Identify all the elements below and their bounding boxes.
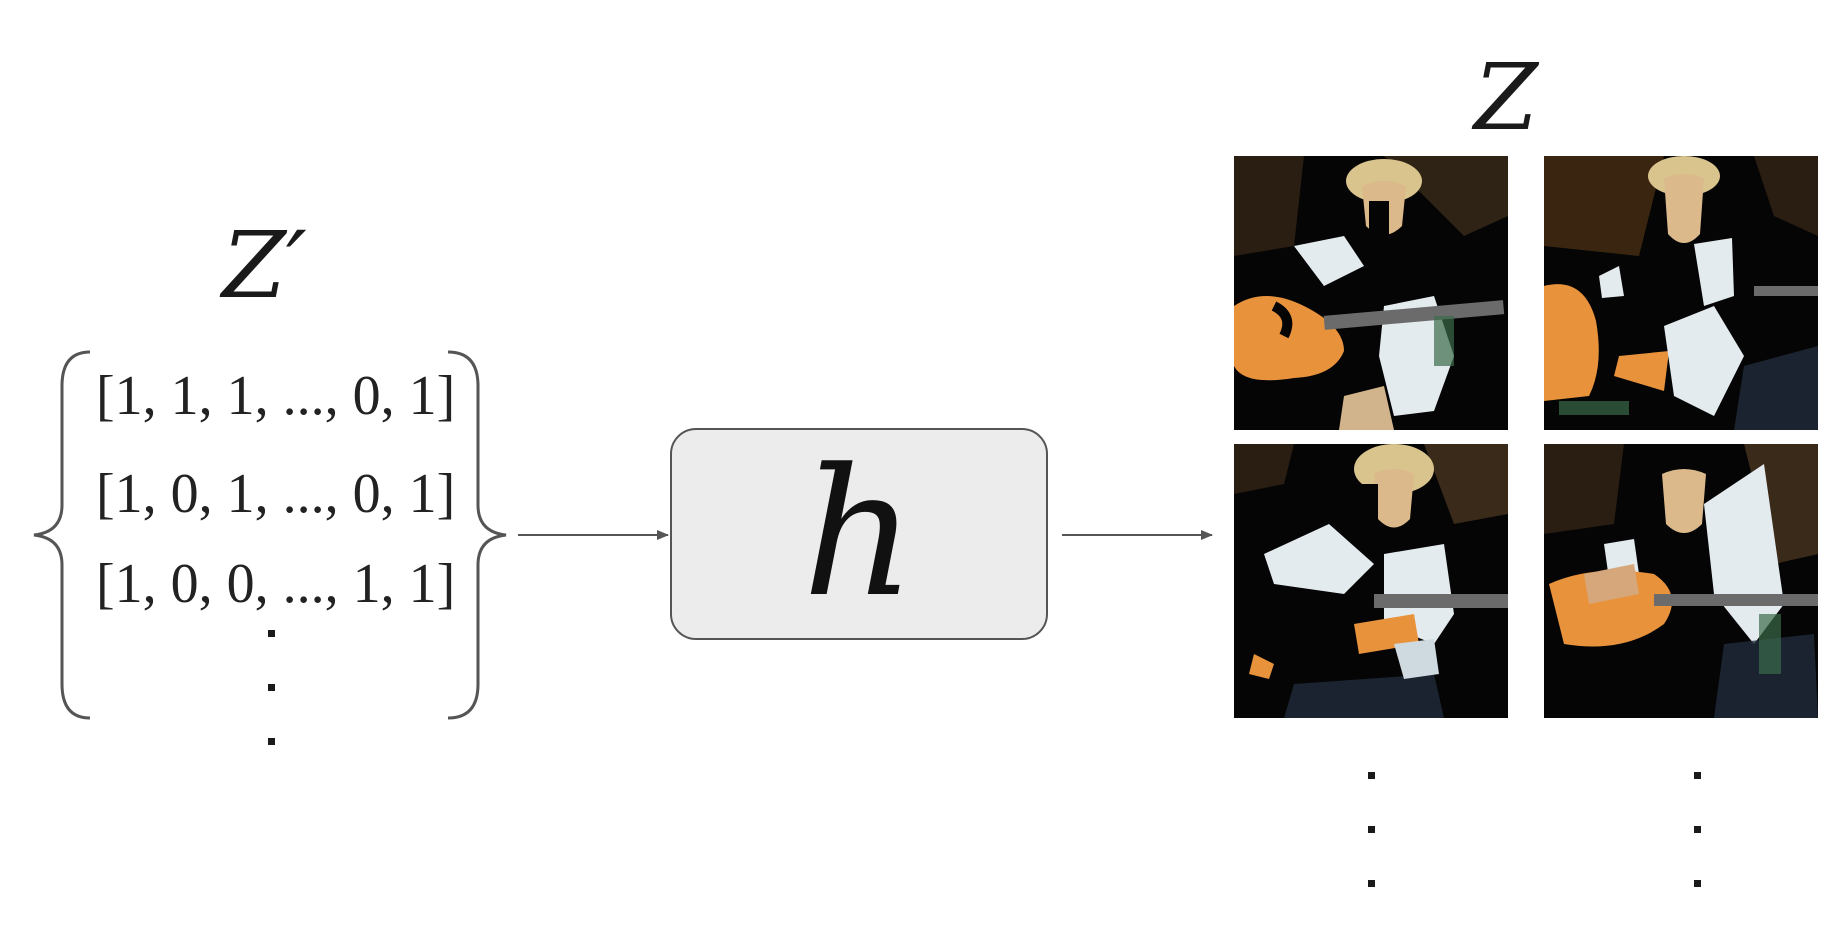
masked-guitar-player-image-icon [1544,444,1818,718]
left-curly-brace [33,350,91,720]
vector-ellipsis-dot-1 [268,630,275,637]
output-set-label: Z [1474,44,1538,151]
function-box [670,428,1048,640]
masked-guitar-player-image-icon [1234,444,1508,718]
perturbed-image-2 [1544,156,1818,430]
output-ellipsis-right-dot-2 [1694,826,1701,833]
vector-ellipsis-dot-2 [268,684,275,691]
output-ellipsis-right-dot-3 [1694,880,1701,887]
output-ellipsis-left-dot-1 [1368,772,1375,779]
perturbed-image-4 [1544,444,1818,718]
output-ellipsis-right-dot-1 [1694,772,1701,779]
binary-vector-row-1: [1, 1, 1, ..., 0, 1] [96,365,456,427]
masked-guitar-player-image-icon [1234,156,1508,430]
perturbed-image-3 [1234,444,1508,718]
binary-vector-row-3: [1, 0, 0, ..., 1, 1] [96,553,456,615]
function-label: h [802,431,916,636]
perturbed-image-1 [1234,156,1508,430]
binary-vector-row-2: [1, 0, 1, ..., 0, 1] [96,463,456,525]
right-curly-brace [447,350,507,720]
vector-ellipsis-dot-3 [268,738,275,745]
output-ellipsis-left-dot-3 [1368,880,1375,887]
input-set-label: Z′ [222,212,307,319]
masked-guitar-player-image-icon [1544,156,1818,430]
output-ellipsis-left-dot-2 [1368,826,1375,833]
